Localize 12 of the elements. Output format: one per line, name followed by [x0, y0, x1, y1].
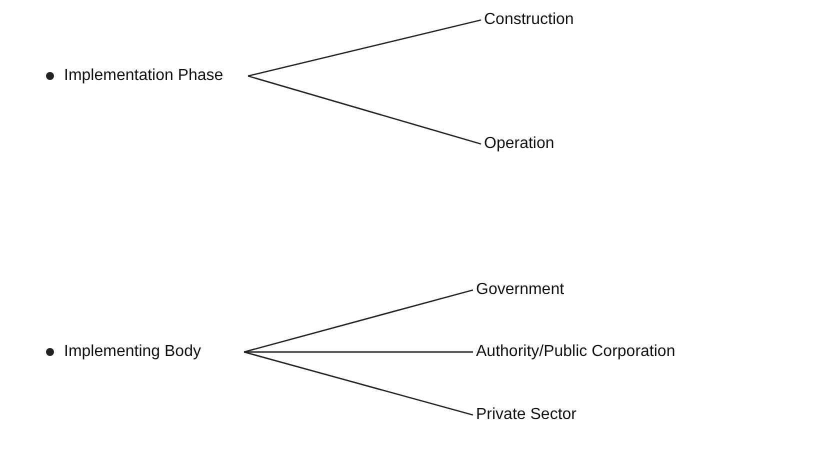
- item-label: Implementation Phase: [64, 66, 248, 86]
- item-label: Private Sector: [476, 405, 576, 425]
- connector-line: [244, 289, 474, 353]
- connector-line: [248, 19, 482, 77]
- item-label: Operation: [484, 134, 554, 154]
- connector-line: [248, 75, 482, 145]
- item-label: Implementing Body: [64, 342, 244, 362]
- item-label: Authority/Public Corporation: [476, 342, 676, 362]
- item-label: Government: [476, 280, 564, 300]
- item-label: Construction: [484, 10, 574, 30]
- connector-line: [244, 351, 473, 353]
- connector-line: [244, 351, 474, 416]
